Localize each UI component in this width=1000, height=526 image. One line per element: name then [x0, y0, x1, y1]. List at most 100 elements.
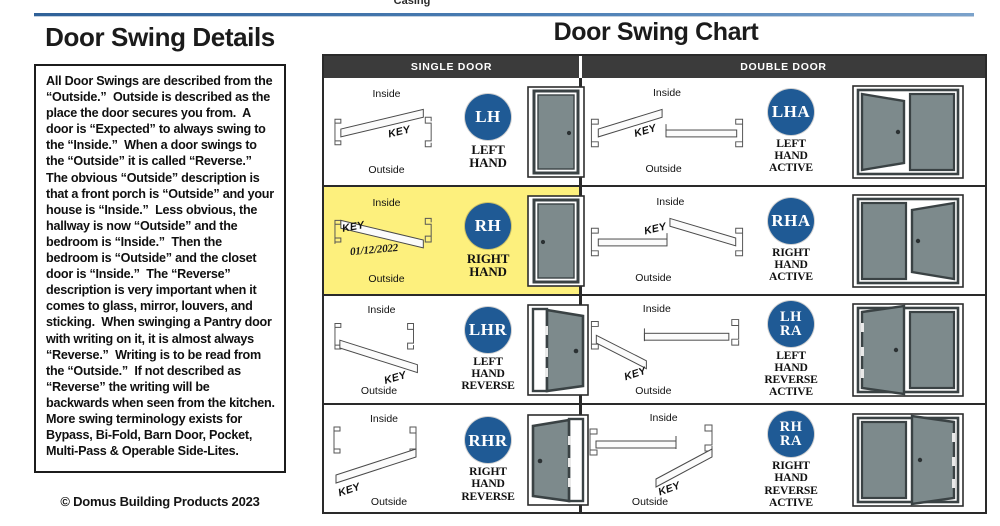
door-photo-lh — [527, 78, 585, 185]
plan-label-outside: Outside — [631, 496, 669, 508]
plan-label-outside: Outside — [635, 385, 672, 397]
double-door-illustration-left-reverse-active — [851, 302, 964, 397]
swing-name-line: RIGHT — [466, 250, 510, 266]
door-illustration-closed-right — [527, 194, 585, 287]
double-door-column: Inside Outside KEY LHA LEFT HAND ACTIVE — [582, 78, 985, 512]
plan-label-inside: Inside — [652, 87, 682, 99]
plan-label-outside: Outside — [368, 164, 405, 176]
plan-diagram-rhra: Inside Outside KEY — [582, 405, 752, 515]
double-door-illustration-right-reverse-active — [851, 413, 964, 507]
chart-row-rhra: Inside Outside KEY RH RA RIGHT HAND — [582, 405, 985, 515]
swing-name-line: HAND — [774, 471, 808, 485]
plan-svg-lha — [590, 108, 744, 148]
door-photo-rha — [830, 187, 985, 294]
plan-svg-rha — [590, 217, 744, 257]
plan-diagram-lha: Inside Outside KEY — [582, 78, 752, 185]
column-header-double-door: DOUBLE DOOR — [582, 56, 985, 78]
chart-row-lha: Inside Outside KEY LHA LEFT HAND ACTIVE — [582, 78, 985, 187]
badge-column-rha: RHA RIGHT HAND ACTIVE — [752, 187, 830, 294]
door-swing-details-panel: Door Swing Details All Door Swings are d… — [10, 18, 310, 518]
chart-row-rh: Inside Outside KEY 01/12/2022 RH RIGHT H… — [324, 187, 585, 296]
abbr-badge-rh: RH — [465, 202, 511, 249]
door-photo-rhr — [527, 405, 589, 515]
swing-name-rhra: RIGHT HAND REVERSE ACTIVE — [764, 459, 818, 509]
swing-name-line: HAND — [469, 155, 507, 170]
chart-grid: Inside Outside KEY LH LEFT HAND — [324, 78, 985, 512]
plan-label-outside: Outside — [645, 163, 682, 175]
copyright-line: © Domus Building Products 2023 — [60, 494, 260, 509]
door-photo-lhr — [527, 296, 589, 403]
swing-name-line: HAND — [469, 264, 507, 279]
swing-name-line: LEFT — [473, 354, 503, 368]
plan-label-inside: Inside — [656, 196, 685, 208]
swing-name-line: REVERSE — [461, 379, 515, 393]
header-divider-rule — [34, 13, 974, 17]
plan-label-outside: Outside — [360, 385, 398, 397]
swing-name-line: ACTIVE — [769, 161, 813, 175]
plan-diagram-lhr: Inside Outside KEY — [324, 296, 449, 403]
single-door-column: Inside Outside KEY LH LEFT HAND — [324, 78, 589, 515]
chart-frame: SINGLE DOOR DOUBLE DOOR Ins — [322, 54, 987, 514]
plan-svg-rhra — [589, 424, 713, 488]
chart-row-lhra: Inside Outside KEY LH RA LEFT HAND — [582, 296, 985, 405]
plan-label-inside: Inside — [372, 88, 401, 100]
abbr-line: RA — [780, 433, 802, 450]
door-photo-lhra — [830, 296, 985, 403]
swing-name-line: RIGHT — [772, 245, 810, 259]
swing-name-line: LEFT — [776, 348, 806, 362]
swing-name-line: ACTIVE — [769, 385, 813, 399]
abbr-line: LH — [780, 308, 802, 325]
swing-name-line: RIGHT — [469, 465, 507, 479]
abbr-badge-lhr: LHR — [465, 306, 511, 353]
abbr-badge-rhra: RH RA — [768, 411, 814, 458]
chart-row-rhr: Inside Outside KEY RHR RIGHT HAND REVERS… — [324, 405, 589, 515]
swing-name-line: ACTIVE — [769, 270, 813, 284]
swing-name-line: LEFT — [776, 136, 806, 150]
plan-diagram-lh: Inside Outside KEY — [324, 78, 449, 185]
door-photo-rh — [527, 187, 585, 294]
plan-label-outside: Outside — [368, 273, 405, 285]
chart-row-lh: Inside Outside KEY LH LEFT HAND — [324, 78, 585, 187]
badge-column-rh: RH RIGHT HAND — [449, 187, 527, 294]
plan-label-inside: Inside — [372, 197, 401, 209]
chart-row-lhr: Inside Outside KEY LHR LEFT HAND REVERSE — [324, 296, 589, 405]
plan-svg-lh — [334, 108, 432, 148]
swing-name-rhr: RIGHT HAND REVERSE — [461, 465, 515, 503]
cropped-casing-caption: Casing — [393, 0, 431, 7]
plan-label-inside: Inside — [369, 413, 399, 425]
abbr-badge-lha: LHA — [768, 88, 814, 135]
plan-diagram-lhra: Inside Outside KEY — [582, 296, 752, 403]
plan-diagram-rha: Inside Outside KEY — [582, 187, 752, 294]
chart-title: Door Swing Chart — [553, 18, 759, 46]
swing-name-rha: RIGHT HAND ACTIVE — [769, 245, 813, 284]
plan-label-inside: Inside — [649, 412, 678, 424]
details-title: Door Swing Details — [45, 22, 275, 52]
door-illustration-closed-left — [527, 85, 585, 178]
details-text-box: All Door Swings are described from the “… — [34, 64, 286, 473]
swing-name-line: HAND — [774, 360, 808, 374]
door-illustration-open-left-reverse — [527, 303, 589, 396]
badge-column-rhra: RH RA RIGHT HAND REVERSE ACTIVE — [752, 405, 830, 515]
swing-name-line: HAND — [774, 148, 808, 162]
swing-name-line: REVERSE — [764, 373, 818, 386]
swing-name-lhra: LEFT HAND REVERSE ACTIVE — [764, 348, 818, 399]
double-door-illustration-right-active — [851, 193, 964, 288]
swing-name-lha: LEFT HAND ACTIVE — [769, 136, 813, 175]
abbr-badge-lh: LH — [465, 93, 511, 140]
column-header-single-door: SINGLE DOOR — [324, 56, 582, 78]
abbr-badge-lhra: LH RA — [768, 300, 814, 347]
chart-column-headers: SINGLE DOOR DOUBLE DOOR — [324, 56, 985, 78]
badge-column-lh: LH LEFT HAND — [449, 78, 527, 185]
abbr-badge-rhr: RHR — [465, 417, 511, 464]
plan-label-inside: Inside — [642, 303, 671, 315]
swing-name-line: REVERSE — [764, 483, 818, 497]
swing-name-line: ACTIVE — [769, 495, 813, 509]
double-door-illustration-left-active — [851, 84, 964, 179]
badge-column-rhr: RHR RIGHT HAND REVERSE — [449, 405, 527, 515]
swing-name-line: HAND — [774, 257, 808, 271]
swing-name-lhr: LEFT HAND REVERSE — [461, 354, 515, 393]
swing-name-line: HAND — [471, 366, 505, 380]
door-swing-chart: Door Swing Chart SINGLE DOOR DOUBLE DOOR — [322, 18, 990, 518]
swing-name-line: REVERSE — [461, 489, 515, 503]
